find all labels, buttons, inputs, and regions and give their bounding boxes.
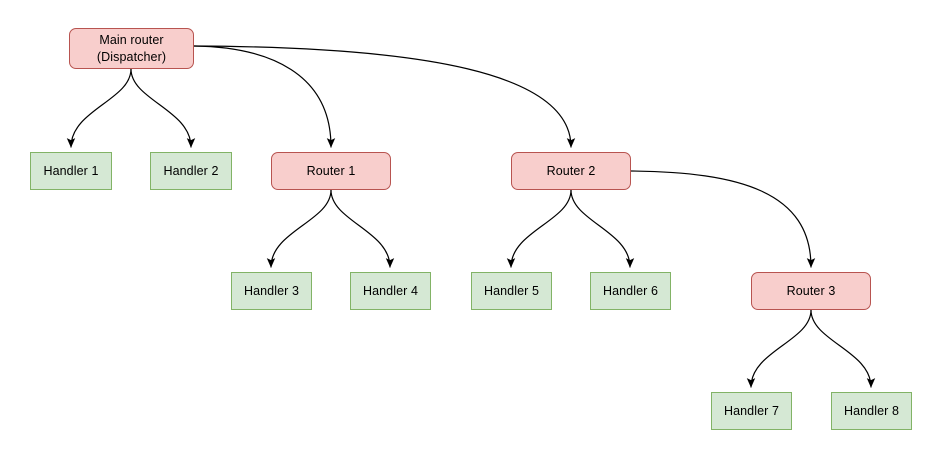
edge-main-to-handler-2[interactable] (130, 68, 196, 148)
node-handler-5[interactable]: Handler 5 (471, 272, 552, 310)
edges-group (66, 45, 876, 388)
edge-router-2-to-router-3[interactable] (630, 170, 816, 268)
edge-router-2-to-handler-6[interactable] (570, 189, 635, 268)
node-handler-8-label: Handler 8 (843, 403, 900, 418)
edge-router-1-to-handler-4[interactable] (330, 189, 395, 268)
edge-router-1-to-handler-3[interactable] (266, 189, 332, 268)
edge-main-to-router-2[interactable] (193, 45, 576, 148)
node-handler-8[interactable]: Handler 8 (831, 392, 912, 430)
node-handler-7-label: Handler 7 (723, 403, 780, 418)
node-handler-6[interactable]: Handler 6 (590, 272, 671, 310)
node-handler-5-label: Handler 5 (483, 283, 540, 298)
edge-main-to-router-1[interactable] (193, 45, 336, 148)
node-handler-3[interactable]: Handler 3 (231, 272, 312, 310)
node-main-router[interactable]: Main router (Dispatcher) (69, 28, 194, 69)
node-router-3-label: Router 3 (786, 283, 836, 298)
edge-router-2-to-handler-5[interactable] (506, 189, 572, 268)
node-handler-7[interactable]: Handler 7 (711, 392, 792, 430)
edge-main-to-handler-1[interactable] (66, 68, 132, 148)
node-handler-2[interactable]: Handler 2 (150, 152, 232, 190)
node-router-2[interactable]: Router 2 (511, 152, 631, 190)
node-main-router-label: Main router (Dispatcher) (96, 33, 167, 64)
node-handler-6-label: Handler 6 (602, 283, 659, 298)
node-handler-2-label: Handler 2 (163, 163, 219, 178)
node-handler-4[interactable]: Handler 4 (350, 272, 431, 310)
node-router-1[interactable]: Router 1 (271, 152, 391, 190)
node-router-2-label: Router 2 (546, 163, 596, 178)
node-router-3[interactable]: Router 3 (751, 272, 871, 310)
edge-router-3-to-handler-7[interactable] (746, 309, 812, 388)
node-router-1-label: Router 1 (306, 163, 356, 178)
edge-router-3-to-handler-8[interactable] (810, 309, 876, 388)
node-handler-3-label: Handler 3 (243, 283, 300, 298)
node-handler-1-label: Handler 1 (43, 163, 99, 178)
node-handler-4-label: Handler 4 (362, 283, 419, 298)
node-handler-1[interactable]: Handler 1 (30, 152, 112, 190)
